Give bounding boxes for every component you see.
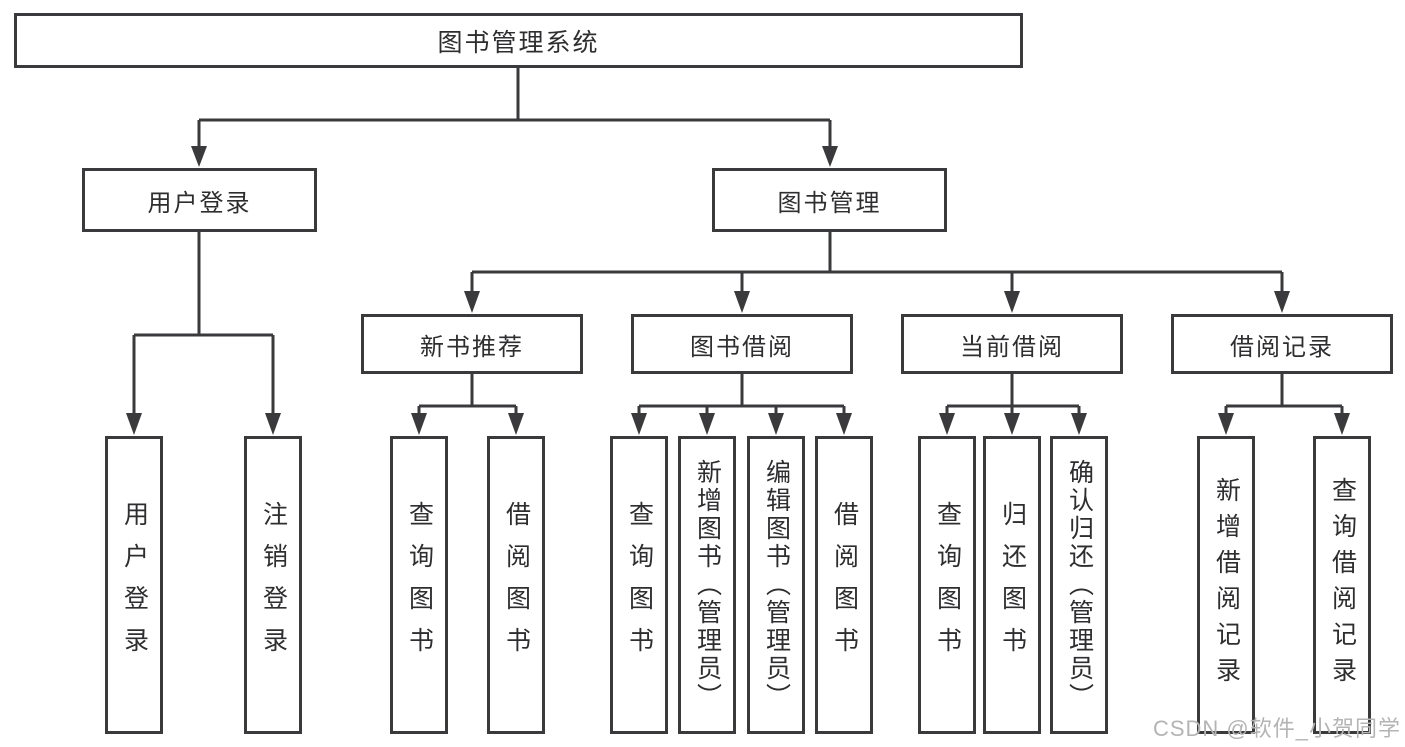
leaf-user-login: 用户登录 xyxy=(105,436,163,734)
node-label: 图书管理 xyxy=(777,189,882,217)
node-library-system: 图书管理系统 xyxy=(14,13,1023,68)
node-label: 编辑图书（管理员） xyxy=(762,459,791,711)
leaf-edit-book-admin: 编辑图书（管理员） xyxy=(747,436,805,734)
node-label: 注销登录 xyxy=(259,501,288,669)
csdn-watermark: CSDN @软件_小贺同学 xyxy=(1152,716,1401,741)
node-label: 确认归还（管理员） xyxy=(1065,459,1094,711)
node-label: 当前借阅 xyxy=(960,333,1064,361)
node-label: 借阅图书 xyxy=(502,501,531,669)
leaf-query-books-current: 查询图书 xyxy=(918,436,976,734)
node-label: 新书推荐 xyxy=(420,333,524,361)
node-label: 用户登录 xyxy=(120,501,149,669)
node-label: 查询图书 xyxy=(625,501,654,669)
node-label: 查询图书 xyxy=(933,501,962,669)
leaf-query-borrow-record: 查询借阅记录 xyxy=(1313,436,1371,734)
node-label: 归还图书 xyxy=(998,501,1027,669)
leaf-return-books: 归还图书 xyxy=(983,436,1041,734)
node-label: 新增借阅记录 xyxy=(1212,477,1241,693)
leaf-add-book-admin: 新增图书（管理员） xyxy=(678,436,736,734)
node-current-borrowing: 当前借阅 xyxy=(901,314,1123,374)
leaf-query-books-recommend: 查询图书 xyxy=(390,436,448,734)
node-book-borrowing: 图书借阅 xyxy=(631,314,853,374)
node-user-login: 用户登录 xyxy=(82,168,317,232)
leaf-logout: 注销登录 xyxy=(244,436,302,734)
node-label: 图书管理系统 xyxy=(437,28,600,57)
leaf-borrow-books: 借阅图书 xyxy=(815,436,873,734)
node-label: 新增图书（管理员） xyxy=(693,459,722,711)
leaf-query-books-borrow: 查询图书 xyxy=(610,436,668,734)
node-label: 借阅记录 xyxy=(1230,333,1334,361)
node-label: 查询借阅记录 xyxy=(1328,477,1357,693)
node-book-management: 图书管理 xyxy=(712,168,947,232)
node-new-book-recommend: 新书推荐 xyxy=(361,314,583,374)
leaf-borrow-books-recommend: 借阅图书 xyxy=(487,436,545,734)
leaf-confirm-return-admin: 确认归还（管理员） xyxy=(1050,436,1108,734)
node-borrowing-records: 借阅记录 xyxy=(1171,314,1393,374)
node-label: 图书借阅 xyxy=(690,333,794,361)
node-label: 查询图书 xyxy=(405,501,434,669)
node-label: 借阅图书 xyxy=(830,501,859,669)
node-label: 用户登录 xyxy=(147,189,252,217)
leaf-add-borrow-record: 新增借阅记录 xyxy=(1197,436,1255,734)
